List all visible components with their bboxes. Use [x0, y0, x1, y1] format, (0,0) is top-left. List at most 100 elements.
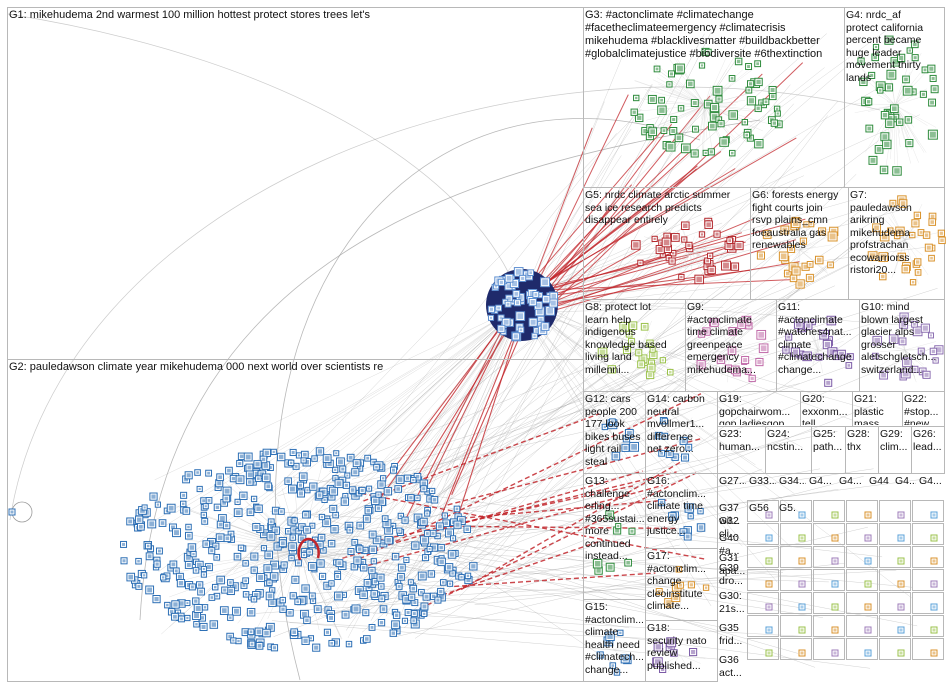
edge-red — [363, 413, 600, 502]
g2-node — [220, 516, 225, 521]
g2-node — [272, 562, 278, 568]
g2-node — [198, 487, 201, 491]
group-node-g3 — [756, 62, 760, 66]
g2-node — [346, 523, 352, 529]
small-group-frame — [846, 546, 878, 568]
group-node-g3 — [700, 64, 704, 67]
g2-node — [455, 507, 459, 511]
group-node-g5 — [696, 276, 702, 283]
g2-node — [466, 577, 471, 583]
g2-node — [221, 608, 227, 613]
group-node-g4 — [887, 120, 893, 126]
edge — [414, 328, 867, 639]
group-node-g3 — [764, 100, 768, 104]
g2-node — [431, 489, 434, 493]
edge — [175, 304, 523, 513]
g2-node — [290, 556, 293, 560]
g2-node — [405, 558, 408, 562]
g2-node — [399, 574, 403, 579]
edge — [613, 544, 628, 558]
small-group-node — [866, 651, 870, 655]
group-node-g14 — [660, 451, 663, 455]
small-group-node — [932, 628, 936, 632]
g2-node — [452, 568, 455, 572]
g2-node — [245, 454, 251, 460]
g2-node — [202, 513, 205, 517]
group-node-g12 — [631, 443, 637, 450]
g2-node — [372, 592, 377, 596]
small-group-frame — [813, 592, 845, 614]
g2-node — [429, 572, 434, 576]
g2-node — [436, 598, 440, 602]
group-node-g3 — [662, 129, 666, 132]
group-node-g11 — [784, 348, 788, 352]
group-node-g3 — [747, 65, 751, 69]
edge — [799, 249, 828, 274]
g2-node — [302, 611, 307, 617]
group-node-g4 — [913, 56, 917, 60]
g2-node — [303, 586, 308, 591]
edges-layer — [7, 13, 940, 681]
edge — [689, 249, 739, 256]
group-frames-layer — [7, 7, 945, 682]
g2-node — [215, 505, 220, 510]
g2-node — [329, 494, 334, 499]
edge — [904, 234, 907, 241]
g2-node — [248, 480, 252, 484]
edge — [613, 649, 627, 654]
g2-node — [403, 518, 407, 522]
group-node-g3 — [706, 50, 710, 54]
edge — [884, 349, 906, 373]
group-node-g17 — [678, 583, 682, 587]
g2-node — [174, 569, 178, 573]
group-node-g3 — [776, 112, 779, 115]
g2-node — [178, 581, 184, 586]
edge-arc — [9, 86, 881, 521]
group-node-g7 — [916, 271, 920, 274]
g2-node — [269, 466, 272, 469]
g2-node — [254, 471, 260, 477]
g2-node — [365, 580, 370, 585]
edge — [529, 296, 778, 583]
edge — [664, 249, 691, 271]
g2-node — [237, 477, 243, 483]
group-node-g11 — [787, 335, 791, 339]
g2-node — [252, 568, 256, 572]
small-group-frame — [846, 615, 878, 637]
g2-node — [326, 608, 330, 612]
small-group-node — [899, 513, 903, 517]
group-frame-g26 — [911, 426, 945, 474]
g2-node — [286, 479, 290, 483]
g2-node — [320, 515, 324, 519]
group-node-g6 — [816, 257, 822, 263]
g2-node — [210, 596, 214, 599]
edge — [904, 341, 937, 351]
g2-node — [431, 545, 437, 550]
edge — [405, 468, 710, 546]
g2-node — [265, 566, 271, 572]
g2-node — [222, 501, 227, 505]
hub-node — [539, 317, 543, 322]
group-node-g3 — [671, 128, 676, 134]
group-node-g6 — [829, 263, 832, 267]
g2-node — [398, 529, 401, 532]
g2-node — [269, 520, 273, 524]
hub-node — [518, 295, 523, 300]
g2-node — [151, 494, 156, 499]
group-node-g3 — [711, 114, 718, 120]
g2-node — [370, 568, 374, 573]
small-group-frame — [912, 546, 944, 568]
group-node-g4 — [932, 87, 937, 92]
g2-node — [347, 642, 351, 646]
group-node-g18 — [661, 667, 665, 671]
edge — [799, 249, 801, 283]
small-group-node — [767, 651, 771, 655]
group-node-g13 — [594, 560, 601, 567]
edge — [432, 179, 798, 503]
g2-node — [305, 527, 309, 532]
group-node-g17 — [657, 590, 661, 594]
g2-node — [149, 521, 155, 527]
group-node-g6 — [780, 253, 787, 260]
group-node-g14 — [663, 434, 667, 438]
g2-node — [235, 554, 240, 559]
